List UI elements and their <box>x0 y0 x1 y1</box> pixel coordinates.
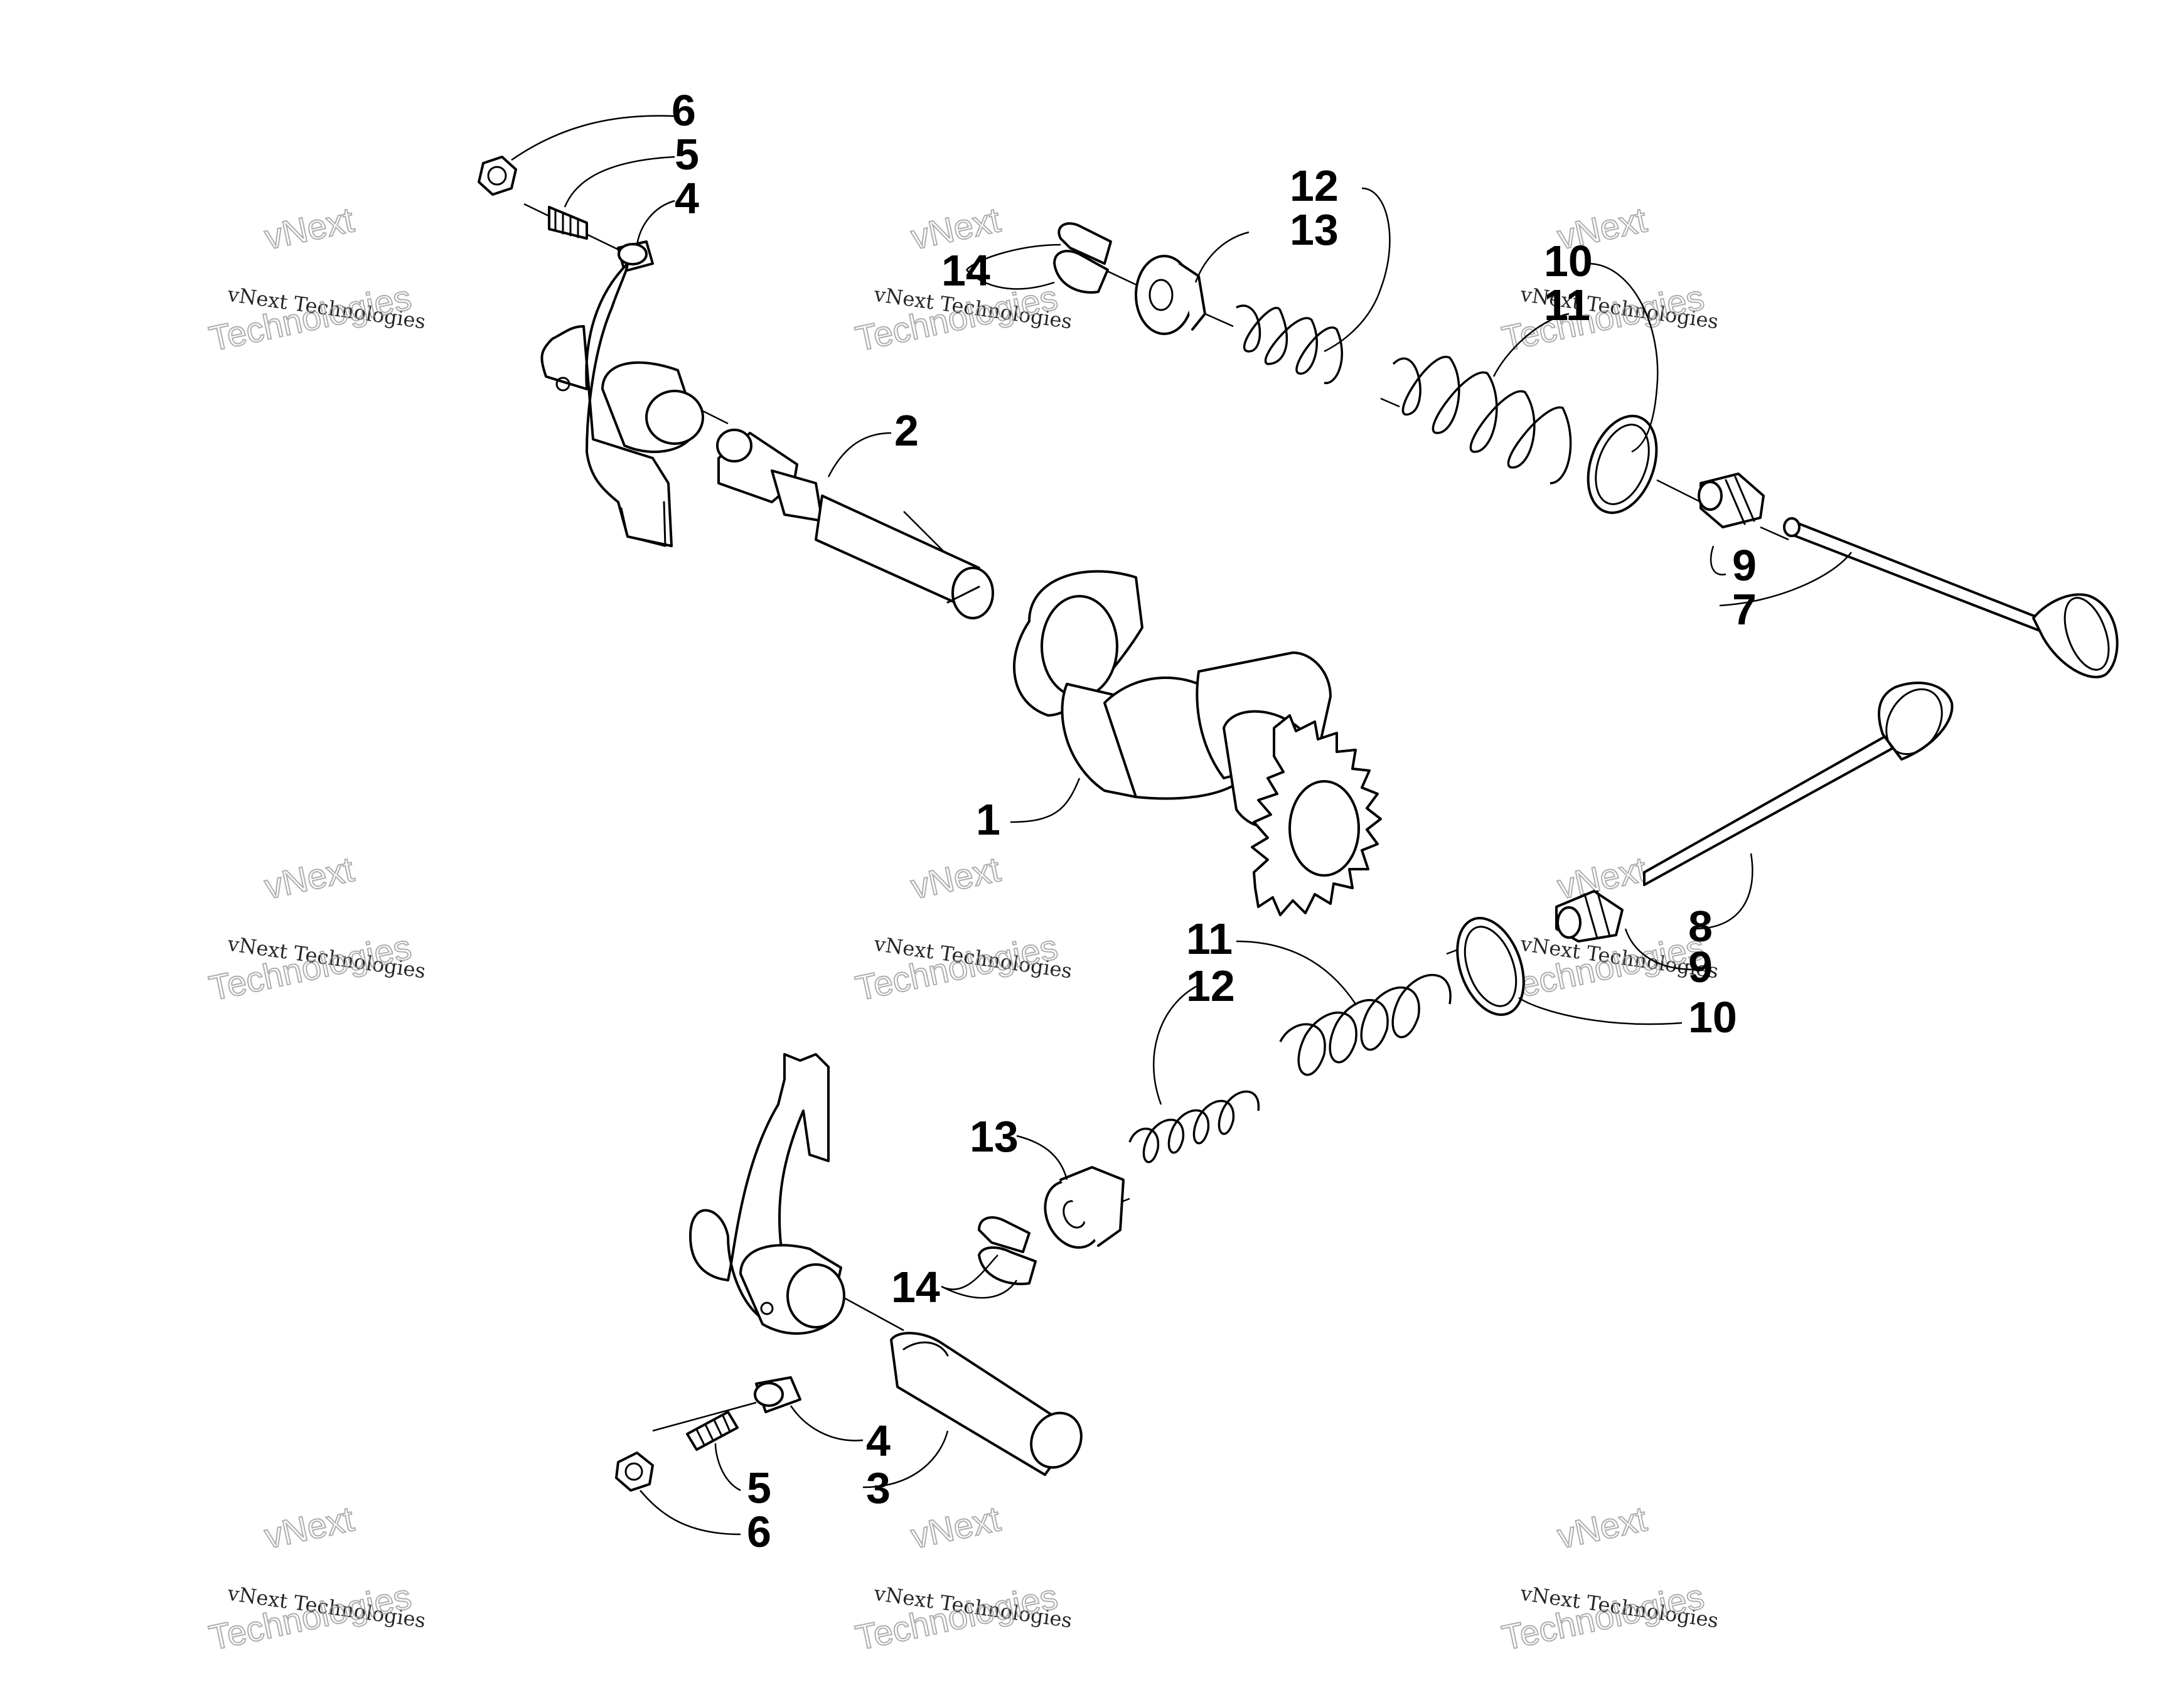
callout-label: 9 <box>1732 541 1757 590</box>
watermark: vNext vNext Technologies Technologies <box>1498 199 1720 359</box>
callout-label: 13 <box>970 1112 1019 1161</box>
watermark-vnext: vNext <box>261 849 358 906</box>
callout-label: 14 <box>891 1263 940 1312</box>
watermark: vNext vNext Technologies Technologies <box>205 199 427 359</box>
callout-label: 11 <box>1186 914 1233 963</box>
watermark: vNext vNext Technologies Technologies <box>205 848 427 1008</box>
valve-keepers-upper <box>1053 222 1112 294</box>
callout-label: 13 <box>1290 205 1339 254</box>
spring-retainer-lower <box>1044 1166 1125 1249</box>
callout-label: 6 <box>672 86 696 135</box>
callout-label: 14 <box>941 246 990 295</box>
camshaft <box>1013 570 1382 916</box>
callout-label: 3 <box>866 1463 891 1512</box>
watermark-vnext: vNext <box>907 849 1004 906</box>
callout-label: 11 <box>1544 281 1590 329</box>
callout-label: 4 <box>866 1416 891 1465</box>
valve-upper <box>1783 517 2119 678</box>
callout-label: 7 <box>1732 585 1757 634</box>
callout-label: 2 <box>894 406 919 455</box>
callout-label: 5 <box>747 1463 771 1512</box>
callout-label: 4 <box>675 174 699 223</box>
callout-label: 5 <box>675 130 699 179</box>
callout-label: 10 <box>1544 237 1593 286</box>
inner-spring-lower <box>1128 1090 1260 1163</box>
callout-label: 12 <box>1186 961 1235 1010</box>
rocker-shaft-upper <box>716 429 994 619</box>
inner-spring-upper <box>1236 304 1343 384</box>
outer-spring-lower <box>1279 974 1452 1076</box>
spring-retainer-upper <box>1135 255 1206 335</box>
adjuster-screw-upper <box>548 206 588 240</box>
callout-label: 10 <box>1688 993 1737 1042</box>
seal-ring-upper <box>1587 414 1658 515</box>
hex-nut-upper <box>478 156 517 196</box>
bushing-lower <box>754 1376 801 1413</box>
watermark: vNext vNext Technologies Technologies <box>1498 1498 1720 1658</box>
callout-label: 6 <box>747 1507 771 1556</box>
valve-seal-lower <box>1555 890 1624 943</box>
seal-ring-lower <box>1456 917 1525 1016</box>
outer-spring-upper <box>1392 355 1572 484</box>
watermark: vNext vNext Technologies Technologies <box>852 848 1074 1008</box>
watermark: vNext vNext Technologies Technologies <box>205 1498 427 1658</box>
callout-label: 12 <box>1290 161 1339 210</box>
rocker-arm-lower <box>689 1053 845 1335</box>
rocker-shaft-lower <box>890 1332 1083 1476</box>
valve-seal-upper <box>1698 473 1765 528</box>
hex-nut-lower <box>615 1452 654 1492</box>
watermark-vnext: vNext <box>261 1499 358 1556</box>
watermark-vnext: vNext <box>907 1499 1004 1556</box>
watermark-vnext: vNext <box>261 200 358 257</box>
adjuster-screw-lower <box>686 1411 739 1451</box>
valve-keepers-lower <box>978 1216 1037 1285</box>
callout-label: 1 <box>976 795 1000 844</box>
watermark: vNext vNext Technologies Technologies <box>852 1498 1074 1658</box>
callout-labels: 6 5 4 2 1 14 12 13 10 11 9 7 8 9 10 11 1… <box>672 86 1757 1556</box>
valve-lower <box>1643 682 1954 886</box>
callout-label: 9 <box>1688 943 1713 992</box>
leader-lines <box>511 115 1852 1536</box>
rocker-arm-upper <box>540 262 704 547</box>
watermark-vnext: vNext <box>1554 1499 1651 1556</box>
callout-label: 8 <box>1688 902 1713 951</box>
